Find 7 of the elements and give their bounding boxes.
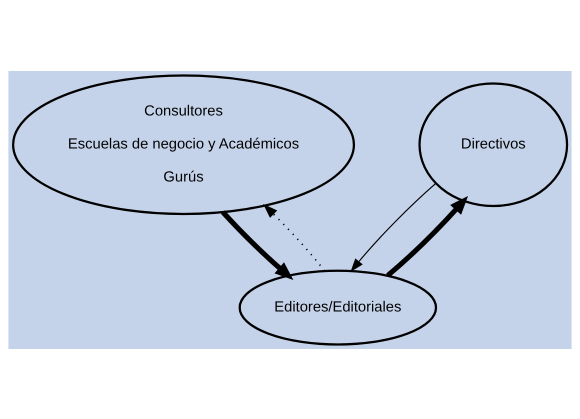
arrow: [386, 195, 468, 277]
arrow: [263, 203, 326, 271]
node-ellipse: Consultores Escuelas de negocio y Académicos Gurús: [12, 74, 356, 215]
node-ellipse: Editores/Editoriales: [238, 269, 438, 346]
node-ellipse: Directivos: [418, 82, 568, 207]
arrow: [220, 210, 294, 280]
arrow: [350, 182, 436, 272]
